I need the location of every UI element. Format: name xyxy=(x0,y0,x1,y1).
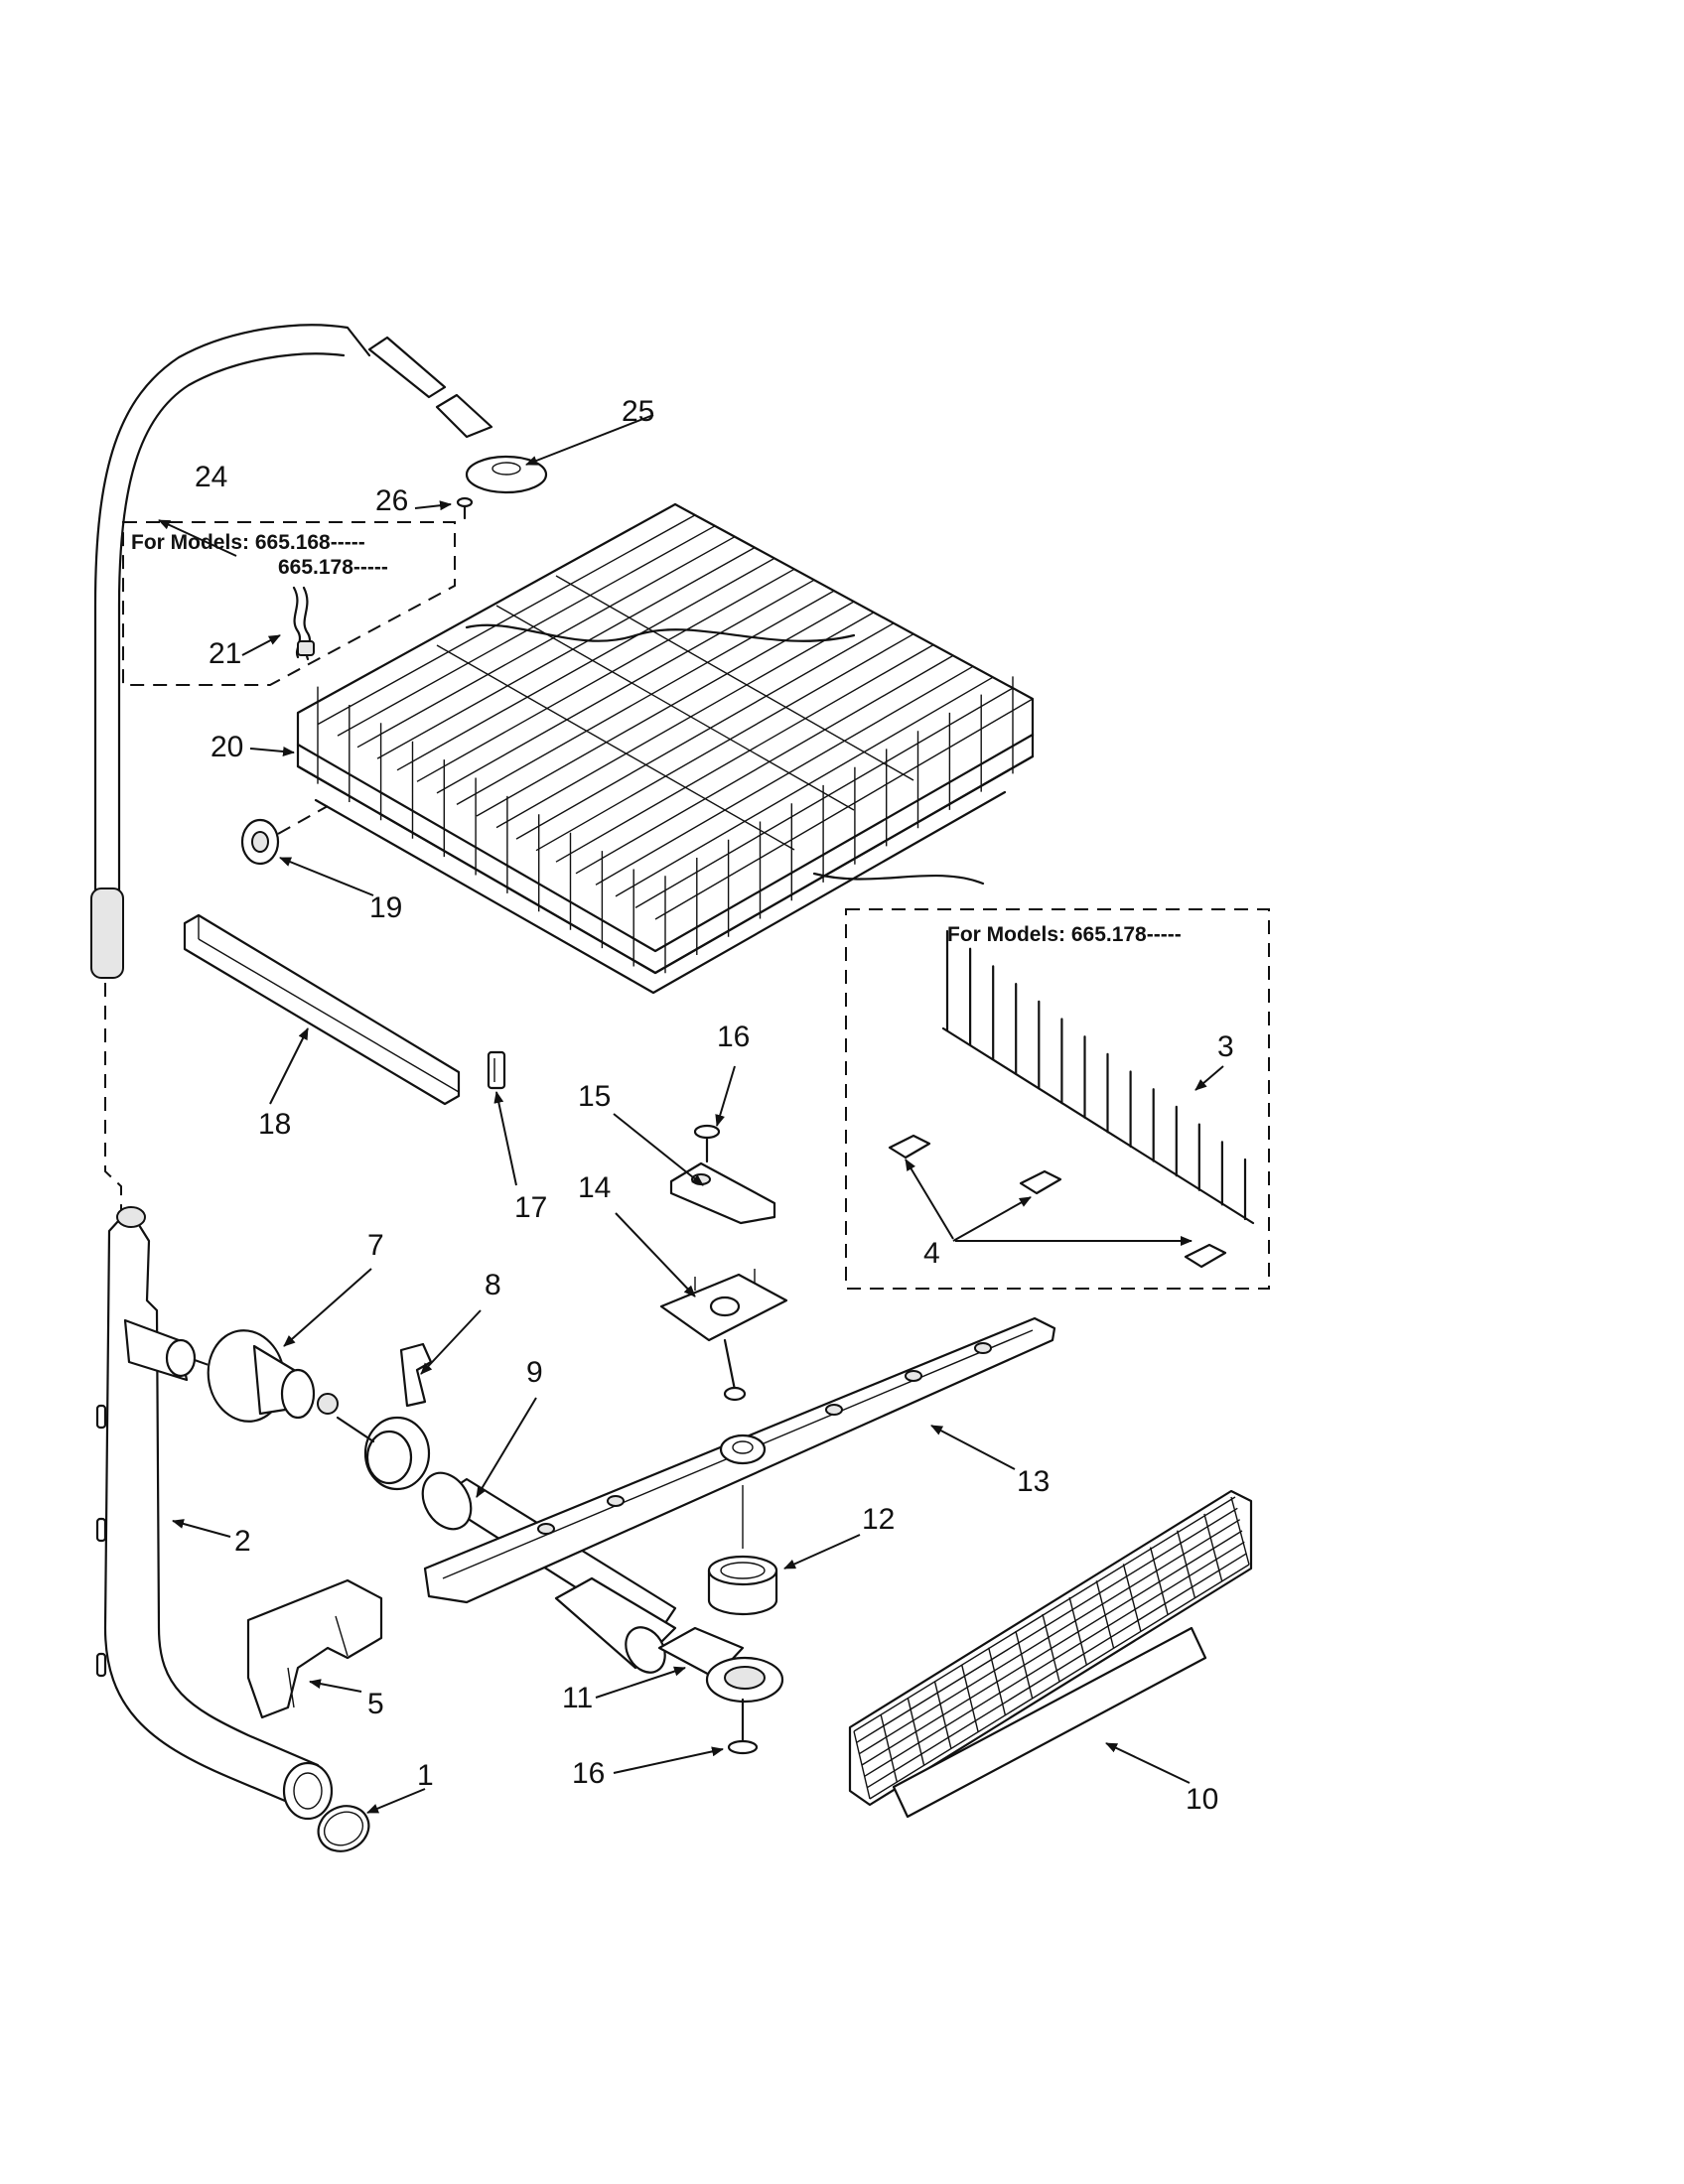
part-13-spray-arm xyxy=(423,1316,1056,1604)
callout-2: 2 xyxy=(234,1525,251,1558)
callout-3: 3 xyxy=(1217,1030,1234,1063)
callout-4: 4 xyxy=(923,1237,940,1270)
callout-19: 19 xyxy=(369,891,402,924)
part-11-hub xyxy=(657,1626,784,1704)
model-box-upper-left-line2: 665.178----- xyxy=(278,556,388,579)
callout-16-upper: 16 xyxy=(717,1021,750,1053)
callout-24: 24 xyxy=(195,461,227,493)
part-14-arm-mount xyxy=(659,1269,788,1402)
part-16-screw-lower xyxy=(727,1698,759,1755)
model-box-right: For Models: 665.178----- xyxy=(845,908,1270,1290)
part-2-manifold xyxy=(95,1206,334,1821)
part-5-bracket xyxy=(246,1578,383,1719)
callout-11: 11 xyxy=(562,1682,593,1714)
part-17-rail-stop xyxy=(487,1050,506,1090)
model-box-upper-left: For Models: 665.168----- 665.178----- xyxy=(122,521,456,686)
part-16-screw-upper xyxy=(693,1124,721,1163)
callout-1: 1 xyxy=(417,1759,434,1792)
part-8-spring-clip xyxy=(336,1342,433,1491)
part-3-rack-tines xyxy=(941,929,1255,1225)
part-4-tine-clips xyxy=(888,1134,1227,1269)
callout-18: 18 xyxy=(258,1108,291,1141)
callout-7: 7 xyxy=(367,1229,384,1262)
callout-15: 15 xyxy=(578,1080,611,1113)
part-19-rack-roller xyxy=(240,805,329,866)
part-1-o-ring xyxy=(317,1805,370,1852)
part-24-supply-tube xyxy=(90,324,371,1211)
callout-20: 20 xyxy=(210,731,243,763)
model-box-upper-left-line1: For Models: 665.168----- xyxy=(131,531,365,554)
part-18-rack-rail xyxy=(183,913,461,1106)
part-10-silverware-basket xyxy=(848,1489,1253,1819)
callout-8: 8 xyxy=(485,1269,501,1301)
model-box-right-line1: For Models: 665.178----- xyxy=(947,923,1182,946)
callout-10: 10 xyxy=(1186,1783,1218,1816)
callout-13: 13 xyxy=(1017,1465,1050,1498)
callout-12: 12 xyxy=(862,1503,895,1536)
part-20-upper-rack xyxy=(296,502,1035,995)
part-26-screw xyxy=(456,496,474,520)
part-7-seal xyxy=(207,1329,339,1423)
callout-5: 5 xyxy=(367,1688,384,1720)
callout-16-lower: 16 xyxy=(572,1757,605,1790)
callout-17: 17 xyxy=(514,1191,547,1224)
callout-9: 9 xyxy=(526,1356,543,1389)
callout-14: 14 xyxy=(578,1171,611,1204)
callout-labels: 24 25 26 21 20 19 18 17 16 15 14 7 8 9 1… xyxy=(195,395,1234,1816)
part-21-wire-clip xyxy=(292,586,315,661)
callout-25: 25 xyxy=(622,395,654,428)
callout-26: 26 xyxy=(375,484,408,517)
part-12-bearing-ring xyxy=(707,1485,778,1616)
leader-lines xyxy=(158,414,1224,1814)
part-25-tube-connector xyxy=(367,336,548,494)
callout-21: 21 xyxy=(209,637,241,670)
